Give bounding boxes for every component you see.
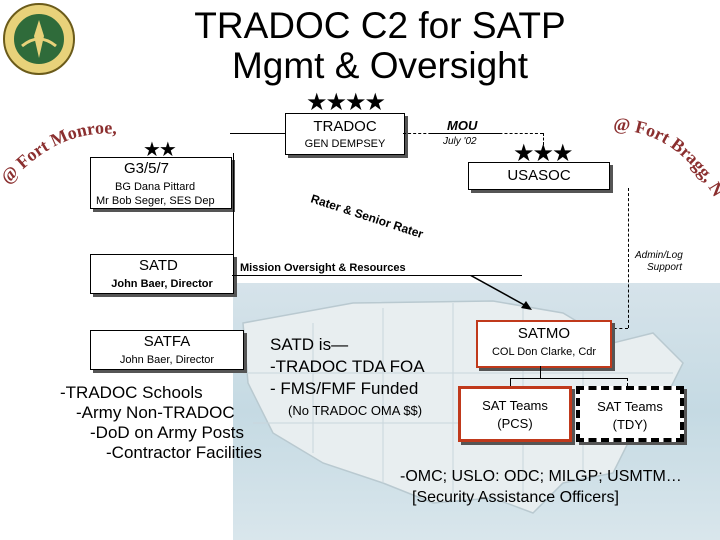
g357-box[interactable]: G3/5/7 BG Dana Pittard Mr Bob Seger, SES… xyxy=(90,157,232,209)
satmo-box[interactable]: SATMO COL Don Clarke, Cdr xyxy=(476,320,612,368)
g357-name: G3/5/7 xyxy=(124,160,170,177)
usasoc-name: USASOC xyxy=(507,167,571,184)
sat-teams-tdy-line-2: (TDY) xyxy=(612,417,648,432)
admin-label-2: Support xyxy=(647,262,683,273)
sat-teams-pcs-line-1: SAT Teams xyxy=(482,398,548,413)
admin-dashed-to-satmo xyxy=(608,328,628,329)
satfa-box[interactable]: SATFA John Baer, Director xyxy=(90,330,244,370)
sat-teams-pcs-line-2: (PCS) xyxy=(497,416,533,431)
satd-is-line-1: -TRADOC TDA FOA xyxy=(270,357,425,376)
satd-is-line-2: - FMS/FMF Funded xyxy=(270,379,419,398)
schools-item: -TRADOC Schools xyxy=(60,383,203,402)
tradoc-to-g357-connector xyxy=(230,133,285,134)
satd-box[interactable]: SATD John Baer, Director xyxy=(90,254,234,294)
sat-teams-tdy-box[interactable]: SAT Teams (TDY) xyxy=(576,386,684,442)
tradoc-vertical-connector xyxy=(233,153,234,268)
satfa-director: John Baer, Director xyxy=(119,354,215,366)
satd-is-heading: SATD is— xyxy=(270,335,349,354)
satd-is-block: SATD is— -TRADOC TDA FOA - FMS/FMF Funde… xyxy=(270,335,425,418)
admin-dashed-line xyxy=(628,188,629,328)
pcs-drop-connector xyxy=(510,378,511,386)
tradoc-seal-logo xyxy=(3,3,75,75)
satmo-name: SATMO xyxy=(517,325,571,342)
sat-teams-tdy-line-1: SAT Teams xyxy=(597,399,663,414)
footer-line-2: [Security Assistance Officers] xyxy=(412,489,619,506)
mission-arrow xyxy=(470,275,532,310)
satd-name: SATD xyxy=(139,257,178,274)
tradoc-box[interactable]: TRADOC GEN DEMPSEY xyxy=(285,113,405,155)
schools-list: -TRADOC Schools -Army Non-TRADOC -DoD on… xyxy=(60,383,262,463)
satmo-drop-connector xyxy=(540,366,541,378)
tradoc-usasoc-dashed-link xyxy=(403,133,543,134)
satd-director: John Baer, Director xyxy=(111,278,213,290)
usasoc-dashed-drop xyxy=(543,133,544,145)
tdy-drop-connector xyxy=(627,378,628,386)
schools-item: -Army Non-TRADOC xyxy=(76,403,235,422)
rater-label: Rater & Senior Rater xyxy=(309,192,425,242)
mou-label: MOU xyxy=(447,118,478,133)
mission-label: Mission Oversight & Resources xyxy=(240,262,406,274)
page-title: TRADOC C2 for SATP Mgmt & Oversight xyxy=(120,6,640,86)
g357-line-2: Mr Bob Seger, SES Dep xyxy=(96,195,215,207)
mou-date: July '02 xyxy=(443,136,477,147)
location-right-label: @ Fort Bragg, NC xyxy=(605,115,720,200)
satfa-name: SATFA xyxy=(143,333,191,350)
tradoc-commander: GEN DEMPSEY xyxy=(304,138,386,150)
g357-stars: ★★ xyxy=(143,139,177,161)
tradoc-stars: ★★★★ xyxy=(306,89,386,116)
schools-item: -DoD on Army Posts xyxy=(90,423,244,442)
tradoc-name: TRADOC xyxy=(313,118,377,135)
satmo-commander: COL Don Clarke, Cdr xyxy=(491,346,597,358)
g357-line-1: BG Dana Pittard xyxy=(115,181,196,193)
footer-line-1: -OMC; USLO: ODC; MILGP; USMTM… xyxy=(400,468,682,485)
admin-label-1: Admin/Log xyxy=(635,250,683,261)
title-line-1: TRADOC C2 for SATP xyxy=(194,5,566,46)
schools-item: -Contractor Facilities xyxy=(106,443,262,462)
rater-label-svg: Rater & Senior Rater xyxy=(309,192,425,242)
location-right-text: @ Fort Bragg, NC xyxy=(605,115,720,200)
usasoc-box[interactable]: USASOC xyxy=(468,162,610,190)
title-line-2: Mgmt & Oversight xyxy=(231,45,529,86)
teams-horizontal-connector xyxy=(510,378,628,379)
mission-line-horizontal xyxy=(232,275,522,276)
satd-is-note: (No TRADOC OMA $$) xyxy=(288,403,423,418)
svg-text:@ Fort Bragg, NC: @ Fort Bragg, NC xyxy=(605,115,720,200)
sat-teams-pcs-box[interactable]: SAT Teams (PCS) xyxy=(458,386,572,442)
